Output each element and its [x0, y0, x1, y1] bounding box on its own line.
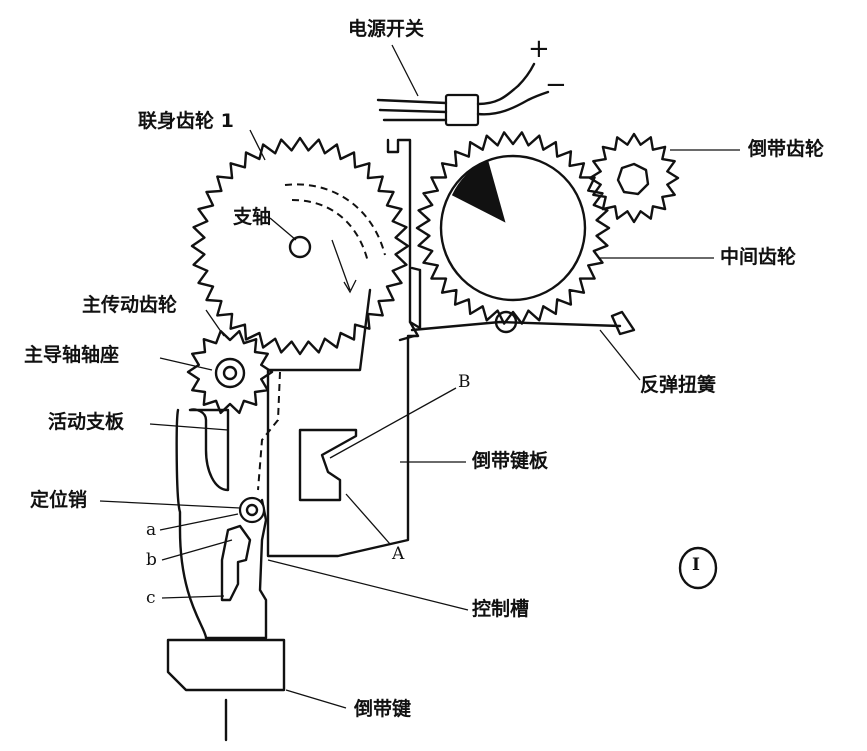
label-middle-gear: 中间齿轮: [720, 246, 797, 268]
label-movable-plate: 活动支板: [48, 411, 125, 433]
rewind-gear: [588, 132, 680, 224]
label-c: c: [146, 588, 156, 608]
label-figure-mark: Ⅰ: [692, 555, 700, 575]
label-support-shaft: 支轴: [233, 206, 272, 228]
main-drive-gear: [186, 329, 274, 415]
label-rewind-key-plate: 倒带键板: [472, 450, 549, 472]
figure-mark-circle: [678, 546, 718, 590]
label-a: a: [146, 520, 157, 540]
rewind-key: [166, 638, 286, 742]
label-plus: +: [528, 34, 550, 64]
leader-lines: [99, 129, 740, 709]
middle-gear: [415, 131, 611, 325]
label-minus: −: [545, 70, 567, 100]
label-linked-gear: 联身齿轮 1: [138, 110, 234, 132]
label-rewind-gear: 倒带齿轮: [748, 138, 825, 160]
label-main-drive-gear: 主传动齿轮: [82, 294, 178, 316]
movable-plate: [175, 371, 281, 640]
label-point-a: A: [392, 544, 405, 564]
label-main-guide-seat: 主导轴轴座: [24, 344, 120, 366]
label-power-switch: 电源开关: [348, 18, 425, 40]
return-torsion-spring: [410, 310, 636, 336]
label-rewind-key: 倒带键: [354, 698, 412, 720]
label-point-b: B: [458, 372, 471, 392]
power-switch: [376, 44, 550, 127]
linked-gear-1: [190, 136, 410, 356]
rewind-key-plate: [266, 138, 422, 558]
label-b: b: [146, 550, 157, 570]
label-control-slot: 控制槽: [472, 598, 530, 620]
label-locating-pin: 定位销: [30, 489, 88, 511]
label-return-spring: 反弹扭簧: [640, 374, 717, 396]
